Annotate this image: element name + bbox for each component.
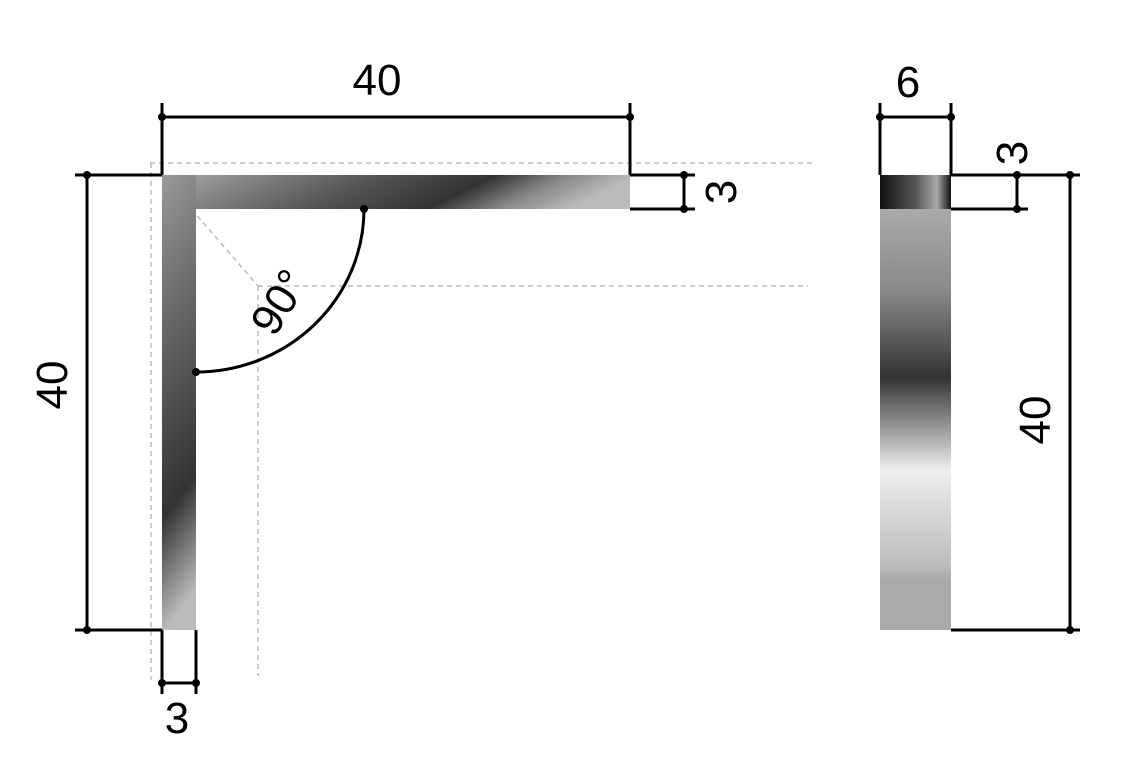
dimension-thickness-vertical: 3 bbox=[158, 630, 200, 743]
side-height-label: 40 bbox=[1011, 396, 1060, 445]
dimension-width-front: 40 bbox=[158, 56, 634, 175]
angle-dimension: 90° bbox=[192, 205, 368, 376]
dimension-height-front: 40 bbox=[28, 171, 162, 634]
height-label: 40 bbox=[28, 361, 77, 410]
side-view bbox=[880, 175, 951, 630]
dimension-height-side: 40 bbox=[951, 171, 1080, 634]
angle-profile-front-view bbox=[162, 175, 630, 630]
horizontal-leg bbox=[162, 175, 630, 209]
side-face bbox=[880, 209, 951, 630]
dimension-thickness-side: 3 bbox=[951, 141, 1080, 213]
dimension-width-side: 6 bbox=[876, 58, 955, 175]
dimension-thickness-horizontal: 3 bbox=[630, 171, 746, 213]
side-thickness-label: 3 bbox=[988, 141, 1037, 165]
vertical-leg bbox=[162, 175, 196, 630]
width-label: 40 bbox=[353, 56, 402, 105]
side-width-label: 6 bbox=[896, 58, 920, 107]
construction-lines bbox=[150, 162, 812, 680]
thickness-horizontal-label: 3 bbox=[697, 180, 746, 204]
side-top-thickness bbox=[880, 175, 951, 209]
thickness-vertical-label: 3 bbox=[165, 694, 189, 743]
